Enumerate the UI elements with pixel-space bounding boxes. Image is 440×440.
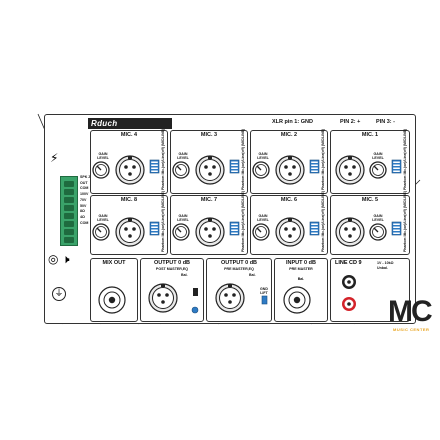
mic-label: MIC. 7 [200, 197, 218, 203]
line-cd-spec: 1V - 10kΩ [377, 261, 394, 265]
speaker-zone-labels: SPK ZONE OUT COM 100V 70V 50V 8Ω 4Ω COM [80, 175, 98, 226]
line-cd-title: LINE CD 9 [335, 260, 362, 266]
speaker-terminal-icon: ◎ [48, 252, 59, 266]
output-post-sub: POST MASTER,EQ [155, 267, 189, 271]
mic-label: MIC. 4 [120, 132, 138, 138]
pin3-label: PIN 3: - [376, 119, 395, 125]
speaker-terminal-block [60, 176, 78, 246]
output-post-bal: Bal. [181, 273, 188, 277]
mix-out-label: MIX OUT [102, 260, 126, 266]
gnd-lift-label: GND LIFT [260, 287, 268, 295]
xlr-socket-icon [215, 283, 245, 313]
zone-label: 70V [80, 197, 87, 202]
lightning-icon: ⚡ [50, 151, 59, 165]
output-pre-section: OUTPUT 0 dB PRE MASTER,EQ Bal. GND LIFT [206, 258, 272, 322]
output-pre-title: OUTPUT 0 dB [220, 260, 258, 266]
zone-label: OUT [80, 180, 88, 185]
mic-label: MIC. 6 [280, 197, 298, 203]
input-title: INPUT 0 dB [286, 260, 316, 266]
mc-logo: MC [388, 295, 433, 328]
zone-label: 50V [80, 203, 87, 208]
zone-label: COM [80, 186, 89, 191]
zone-label: SPK ZONE [80, 175, 98, 179]
mic-label: MIC. 5 [361, 197, 379, 203]
zone-label: 8Ω [80, 209, 85, 214]
jack-socket-icon [283, 286, 311, 314]
input-sub: PRE MASTER [289, 267, 313, 271]
line-cd-unbal: Unbal. [377, 266, 388, 270]
pin2-label: PIN 2: + [340, 119, 361, 125]
input-bal: Bal. [297, 277, 305, 281]
mic-label: MIC. 3 [200, 132, 218, 138]
zone-label: COM [80, 220, 89, 225]
output-pre-bal: Bal. [249, 273, 256, 277]
line-cd-section: LINE CD 9 1V - 10kΩ Unbal. [330, 258, 410, 322]
ground-icon: ⏚ [52, 287, 66, 301]
mc-logo-sub: MUSIC CENTER [393, 327, 430, 332]
output-post-title: OUTPUT 0 dB [153, 260, 191, 266]
speaker-icon: 🕨 [62, 252, 70, 266]
mic-label: MIC. 1 [361, 132, 379, 138]
jack-socket-icon [98, 286, 126, 314]
zone-label: 4Ω [80, 214, 85, 219]
output-pre-sub: PRE MASTER,EQ [224, 267, 254, 271]
zone-label: 100V [80, 192, 89, 197]
mic-label: MIC. 8 [120, 197, 138, 203]
mic-label: MIC. 2 [280, 132, 298, 138]
pin1-label: XLR pin 1: GND [272, 119, 313, 125]
brand-logo: Rduch [88, 118, 172, 129]
xlr-socket-icon [148, 283, 178, 313]
